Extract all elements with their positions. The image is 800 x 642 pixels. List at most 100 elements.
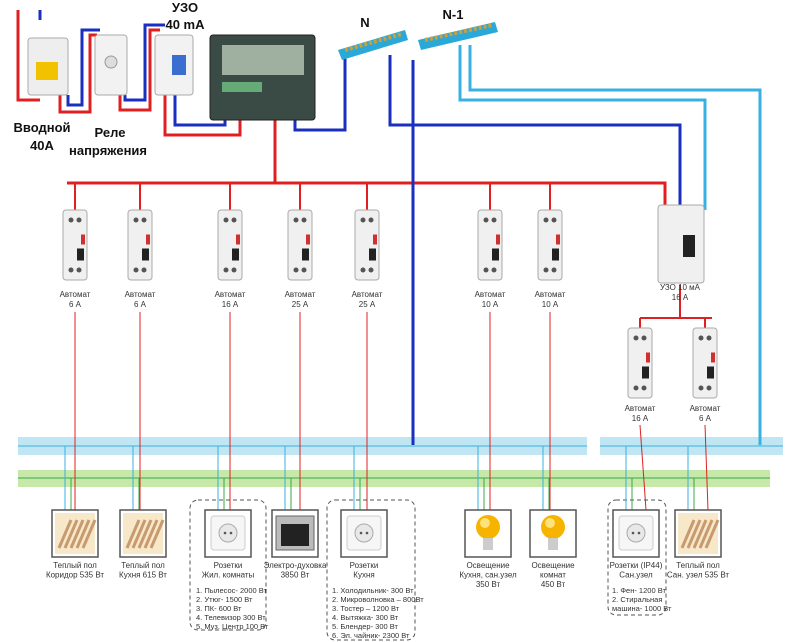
load-label: Освещение <box>466 561 510 570</box>
input-breaker-rating: 40А <box>30 138 54 153</box>
breaker-rating: 6 А <box>69 300 82 309</box>
breaker-label: Автомат <box>60 290 91 299</box>
phase-line <box>639 424 647 511</box>
phase-line <box>704 424 709 511</box>
group-breaker-0 <box>627 327 653 399</box>
load-list-item: 6. Эл. чайник- 2300 Вт <box>332 631 410 640</box>
group-breaker-1 <box>692 327 718 399</box>
socket-group-frame <box>189 499 267 631</box>
breaker-0 <box>62 209 88 281</box>
n1-bus <box>418 22 498 50</box>
load-label: 350 Вт <box>476 580 501 589</box>
load-label: 450 Вт <box>541 580 566 589</box>
load-list-item: 3. Тостер – 1200 Вт <box>332 604 400 613</box>
relay-label: Реле <box>95 125 126 140</box>
load-label: Теплый пол <box>121 561 165 570</box>
load-label: Электро-духовка <box>264 561 327 570</box>
voltage-relay <box>94 34 128 96</box>
rcd-main-label: УЗО <box>172 0 198 15</box>
n1-bus-label: N-1 <box>443 7 464 22</box>
load-label: Теплый пол <box>676 561 720 570</box>
breaker-label: Автомат <box>215 290 246 299</box>
rcd-label: УЗО 10 мА <box>660 283 701 292</box>
socket-group-frame <box>326 499 416 641</box>
load-label: Кухня <box>353 571 374 580</box>
breaker-rating: 6 А <box>134 300 147 309</box>
breaker-label: Автомат <box>690 404 721 413</box>
breaker-label: Автомат <box>475 290 506 299</box>
breaker-rating: 16 А <box>632 414 649 423</box>
load-label: Кухня, сан.узел <box>459 571 517 580</box>
socket-group-frame <box>607 499 667 616</box>
load-label: Розетки <box>214 561 243 570</box>
load-label: 3850 Вт <box>281 571 310 580</box>
n-bus-label: N <box>360 15 369 30</box>
load-list-item: 2. Стиральная <box>612 595 662 604</box>
breaker-5 <box>477 209 503 281</box>
electricity-meter <box>209 34 316 121</box>
load-list-item: 5. Блендер- 300 Вт <box>332 622 399 631</box>
load-list-item: 2. Утюг- 1500 Вт <box>196 595 253 604</box>
breaker-label: Автомат <box>535 290 566 299</box>
rcd-10ma <box>657 204 705 284</box>
load-label: Сан.узел <box>619 571 653 580</box>
load-list-item: 4. Телевизор 300 Вт <box>196 613 266 622</box>
light-bulb-icon <box>476 515 500 550</box>
breaker-2 <box>217 209 243 281</box>
load-label: Розетки (IP44) <box>610 561 663 570</box>
n-bus <box>338 30 408 60</box>
load-list-item: 3. ПК- 600 Вт <box>196 604 242 613</box>
main-rcd <box>154 34 194 96</box>
breaker-rating: 10 А <box>482 300 499 309</box>
breaker-label: Автомат <box>352 290 383 299</box>
load-list-item: 4. Вытяжка- 300 Вт <box>332 613 399 622</box>
breaker-label: Автомат <box>125 290 156 299</box>
oven-icon <box>275 515 315 551</box>
rcd-rating: 16 А <box>672 293 689 302</box>
breaker-rating: 6 А <box>699 414 712 423</box>
load-label: Теплый пол <box>53 561 97 570</box>
socket-icon <box>210 515 246 551</box>
load-socket: Розетки (IP44)Сан.узел 1. Фен- 1200 Вт2. … <box>610 509 672 613</box>
load-label: Кухня 615 Вт <box>119 571 167 580</box>
breaker-rating: 25 А <box>359 300 376 309</box>
load-list-item: машина- 1000 Вт <box>612 604 672 613</box>
load-list-item: 2. Микроволновка – 800Вт <box>332 595 424 604</box>
socket-icon <box>346 515 382 551</box>
breaker-rating: 10 А <box>542 300 559 309</box>
breaker-3 <box>287 209 313 281</box>
load-label: Освещение <box>531 561 575 570</box>
rcd-main-rating: 40 mA <box>165 17 205 32</box>
breaker-label: Автомат <box>625 404 656 413</box>
input-breaker-label: Вводной <box>13 120 70 135</box>
load-label: комнат <box>540 571 566 580</box>
input-breaker <box>27 37 69 96</box>
breaker-6 <box>537 209 563 281</box>
load-list-item: 1. Фен- 1200 Вт <box>612 586 666 595</box>
breaker-4 <box>354 209 380 281</box>
breaker-1 <box>127 209 153 281</box>
floor-heating-icon <box>678 513 720 554</box>
load-list-item: 7. Посудомоечная <box>332 640 395 642</box>
load-label: Коридор 535 Вт <box>46 571 104 580</box>
load-list-item: 1. Холодильник- 300 Вт <box>332 586 414 595</box>
breaker-rating: 16 А <box>222 300 239 309</box>
load-label: Розетки <box>350 561 379 570</box>
load-list-item: 5. Муз. Центр 100 Вт <box>196 622 269 631</box>
load-label: Сан. узел 535 Вт <box>667 571 729 580</box>
load-list-item: 1. Пылесос- 2000 Вт <box>196 586 268 595</box>
load-label: Жил. комнаты <box>202 571 255 580</box>
breaker-rating: 25 А <box>292 300 309 309</box>
floor-heating-icon <box>123 513 165 554</box>
light-bulb-icon <box>541 515 565 550</box>
